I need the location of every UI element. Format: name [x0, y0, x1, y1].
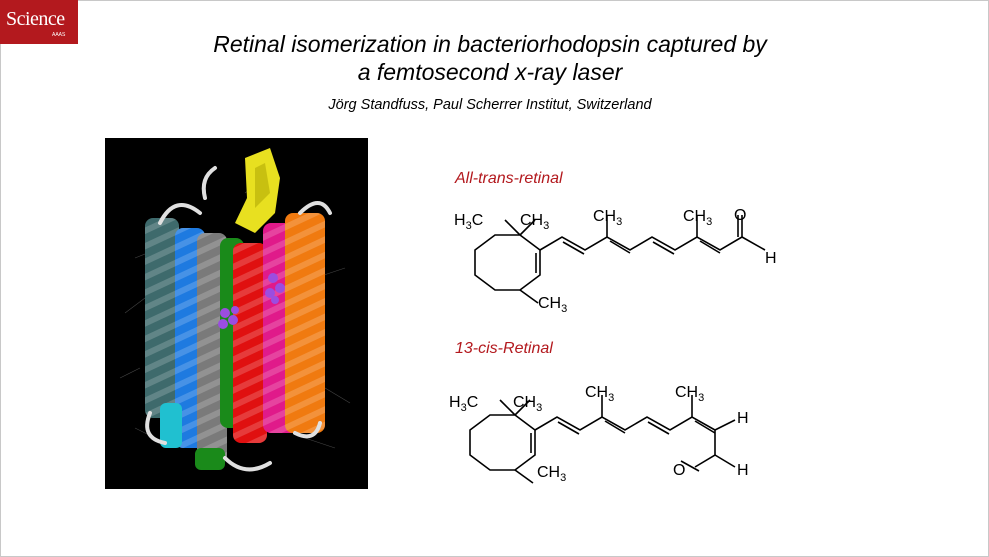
- 13-cis-retinal-structure: H3C CH3 CH3 CH3 CH3 H H O: [449, 384, 749, 484]
- trans-hydrogen: H: [765, 250, 777, 267]
- cis-ch3-ring: CH3: [513, 394, 542, 414]
- logo-subtext: AAAS: [52, 32, 66, 38]
- author-credit: Jörg Standfuss, Paul Scherrer Institut, …: [328, 97, 652, 113]
- trans-ch3-right: CH3: [683, 208, 712, 228]
- all-trans-retinal-structure: H3C CH3 CH3 CH3 CH3 O H: [454, 207, 777, 315]
- cis-ch3-bottom: CH3: [537, 464, 566, 484]
- trans-ch3-mid: CH3: [593, 208, 622, 228]
- cis-h3c-left: H3C: [449, 394, 478, 414]
- cis-hydrogen-bottom: H: [737, 462, 749, 479]
- trans-label: All-trans-retinal: [455, 170, 563, 187]
- trans-h3c-left: H3C: [454, 212, 483, 232]
- cis-ch3-mid: CH3: [585, 384, 614, 404]
- bacteriorhodopsin-ribbon-icon: [119, 148, 351, 472]
- logo-text: Science: [6, 8, 65, 30]
- trans-oxygen: O: [734, 207, 746, 224]
- title-line-2: a femtosecond x-ray laser: [357, 59, 623, 85]
- cis-ch3-right: CH3: [675, 384, 704, 404]
- protein-structure-image: [105, 138, 368, 489]
- slide-title: Retinal isomerization in bacteriorhodops…: [150, 30, 830, 86]
- trans-ch3-ring: CH3: [520, 212, 549, 232]
- cis-oxygen: O: [673, 462, 685, 479]
- cis-label: 13-cis-Retinal: [455, 340, 553, 357]
- trans-ch3-bottom: CH3: [538, 295, 567, 315]
- title-line-1: Retinal isomerization in bacteriorhodops…: [213, 31, 767, 57]
- science-logo: Science AAAS: [0, 0, 78, 44]
- cis-hydrogen-top: H: [737, 410, 749, 427]
